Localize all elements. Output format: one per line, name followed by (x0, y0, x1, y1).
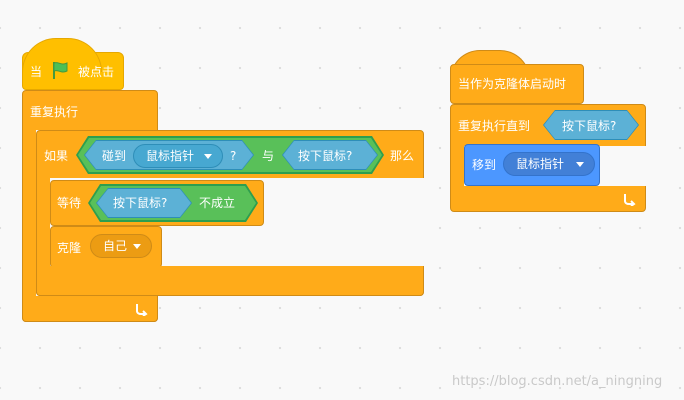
mouse-down-sensor-2[interactable] (96, 188, 192, 218)
mouse-down-label: 按下鼠标? (298, 149, 353, 163)
watermark: https://blog.csdn.net/a_ningning (452, 374, 663, 389)
go-to-target-dropdown[interactable]: 鼠标指针 (503, 152, 595, 176)
mouse-down-sensor[interactable] (282, 140, 378, 170)
question-mark: ? (230, 149, 237, 163)
clicked-label: 被点击 (78, 65, 115, 79)
touching-label: 碰到 (102, 149, 127, 163)
chevron-down-icon (133, 244, 141, 249)
green-flag-icon (53, 62, 68, 79)
mouse-down-sensor-3[interactable] (543, 110, 639, 140)
when-i-start-as-clone-block[interactable] (450, 64, 584, 104)
mouse-down-label-3: 按下鼠标? (562, 119, 617, 133)
and-label: 与 (262, 149, 275, 163)
if-left-arm (37, 170, 50, 270)
not-label: 不成立 (199, 196, 236, 210)
clone-label: 克隆 (57, 241, 82, 255)
wait-until-label: 等待 (57, 196, 82, 210)
repeat-until-label: 重复执行直到 (458, 119, 531, 133)
then-label: 那么 (390, 149, 415, 163)
when-clone-label: 当作为克隆体启动时 (458, 77, 567, 91)
when-label: 当 (30, 65, 43, 79)
loop-arrow-icon (624, 194, 636, 206)
forever-bottom-arm (22, 296, 158, 322)
mouse-down-label-2: 按下鼠标? (113, 196, 168, 210)
touching-target-value: 鼠标指针 (146, 149, 195, 163)
forever-label: 重复执行 (30, 105, 79, 119)
touching-target-dropdown[interactable]: 鼠标指针 (133, 144, 223, 168)
if-label: 如果 (44, 149, 69, 163)
loop-arrow-icon (136, 304, 148, 316)
chevron-down-icon (204, 154, 212, 159)
chevron-down-icon (576, 162, 584, 167)
clone-target-value: 自己 (103, 239, 128, 253)
clone-target-dropdown[interactable]: 自己 (90, 234, 152, 258)
go-to-target-value: 鼠标指针 (516, 157, 565, 171)
go-to-label: 移到 (472, 158, 497, 172)
if-bottom-arm (36, 266, 424, 296)
